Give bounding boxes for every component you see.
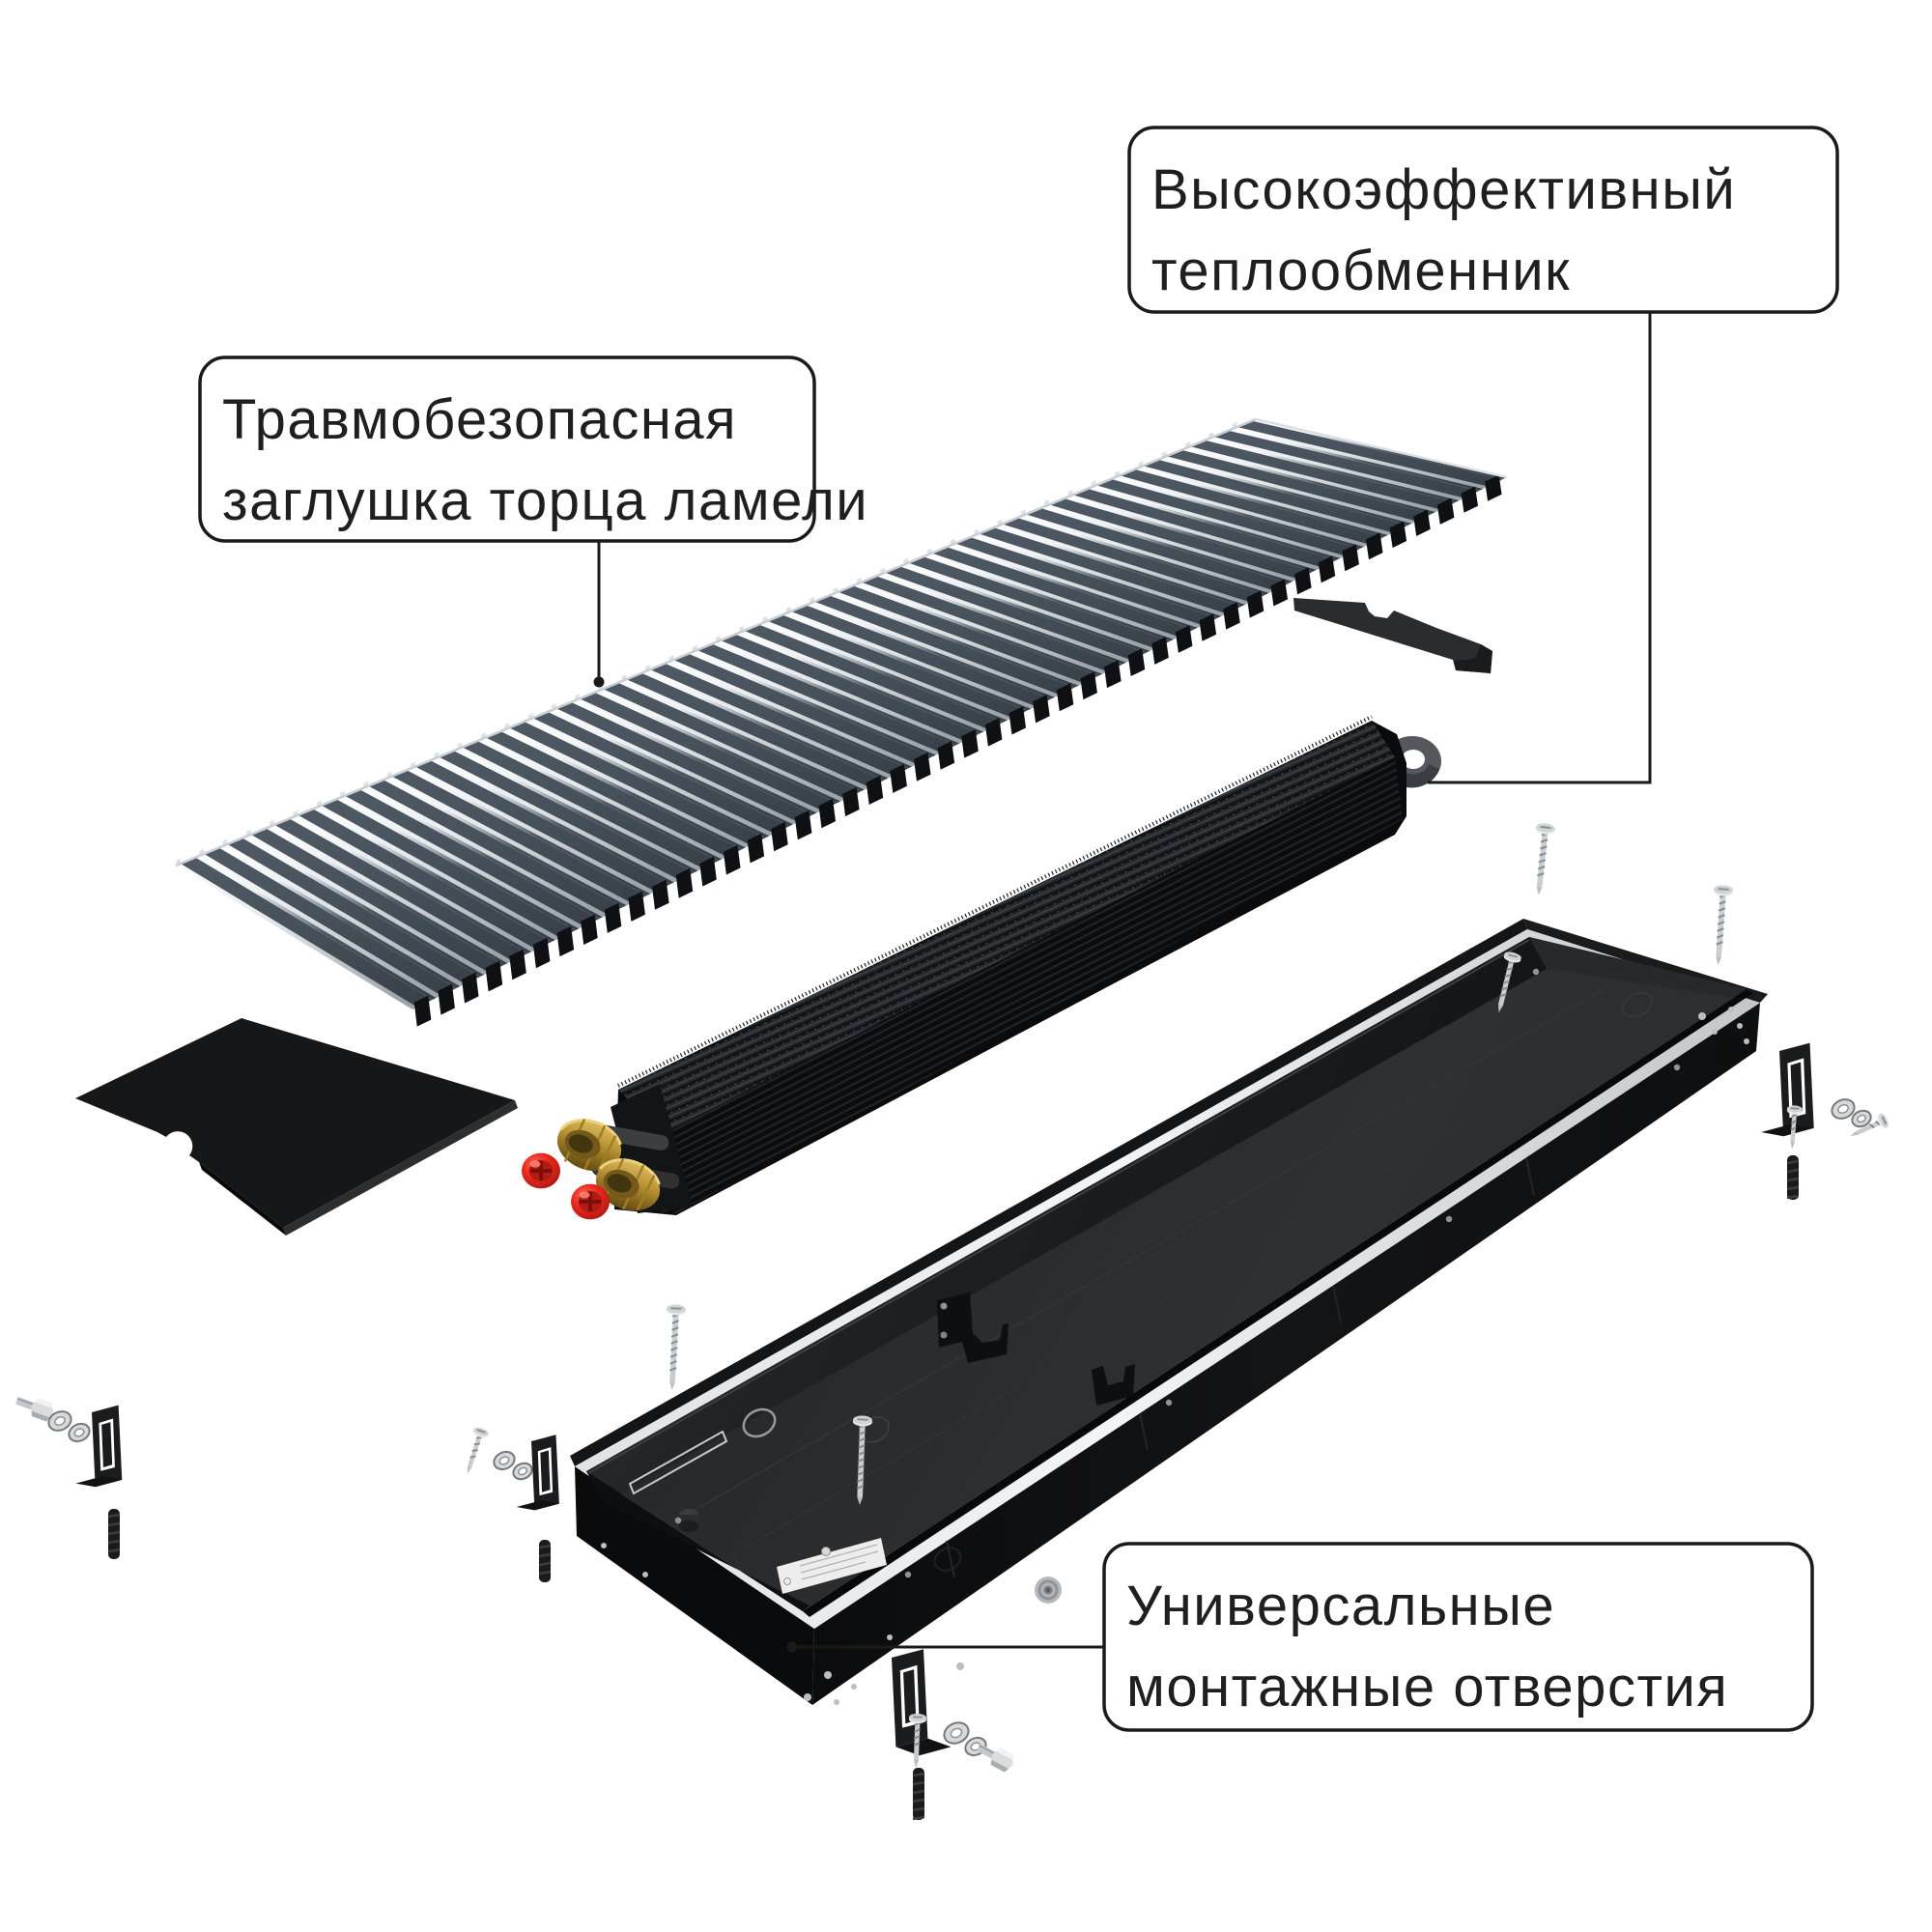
svg-text:монтажные отверстия: монтажные отверстия (1126, 1656, 1728, 1719)
svg-text:теплообменник: теплообменник (1151, 240, 1571, 302)
svg-text:заглушка торца ламели: заглушка торца ламели (222, 469, 868, 532)
svg-text:Высокоэффективный: Высокоэффективный (1151, 158, 1736, 221)
svg-text:Универсальные: Универсальные (1126, 1575, 1555, 1637)
svg-text:Травмобезопасная: Травмобезопасная (222, 388, 737, 451)
